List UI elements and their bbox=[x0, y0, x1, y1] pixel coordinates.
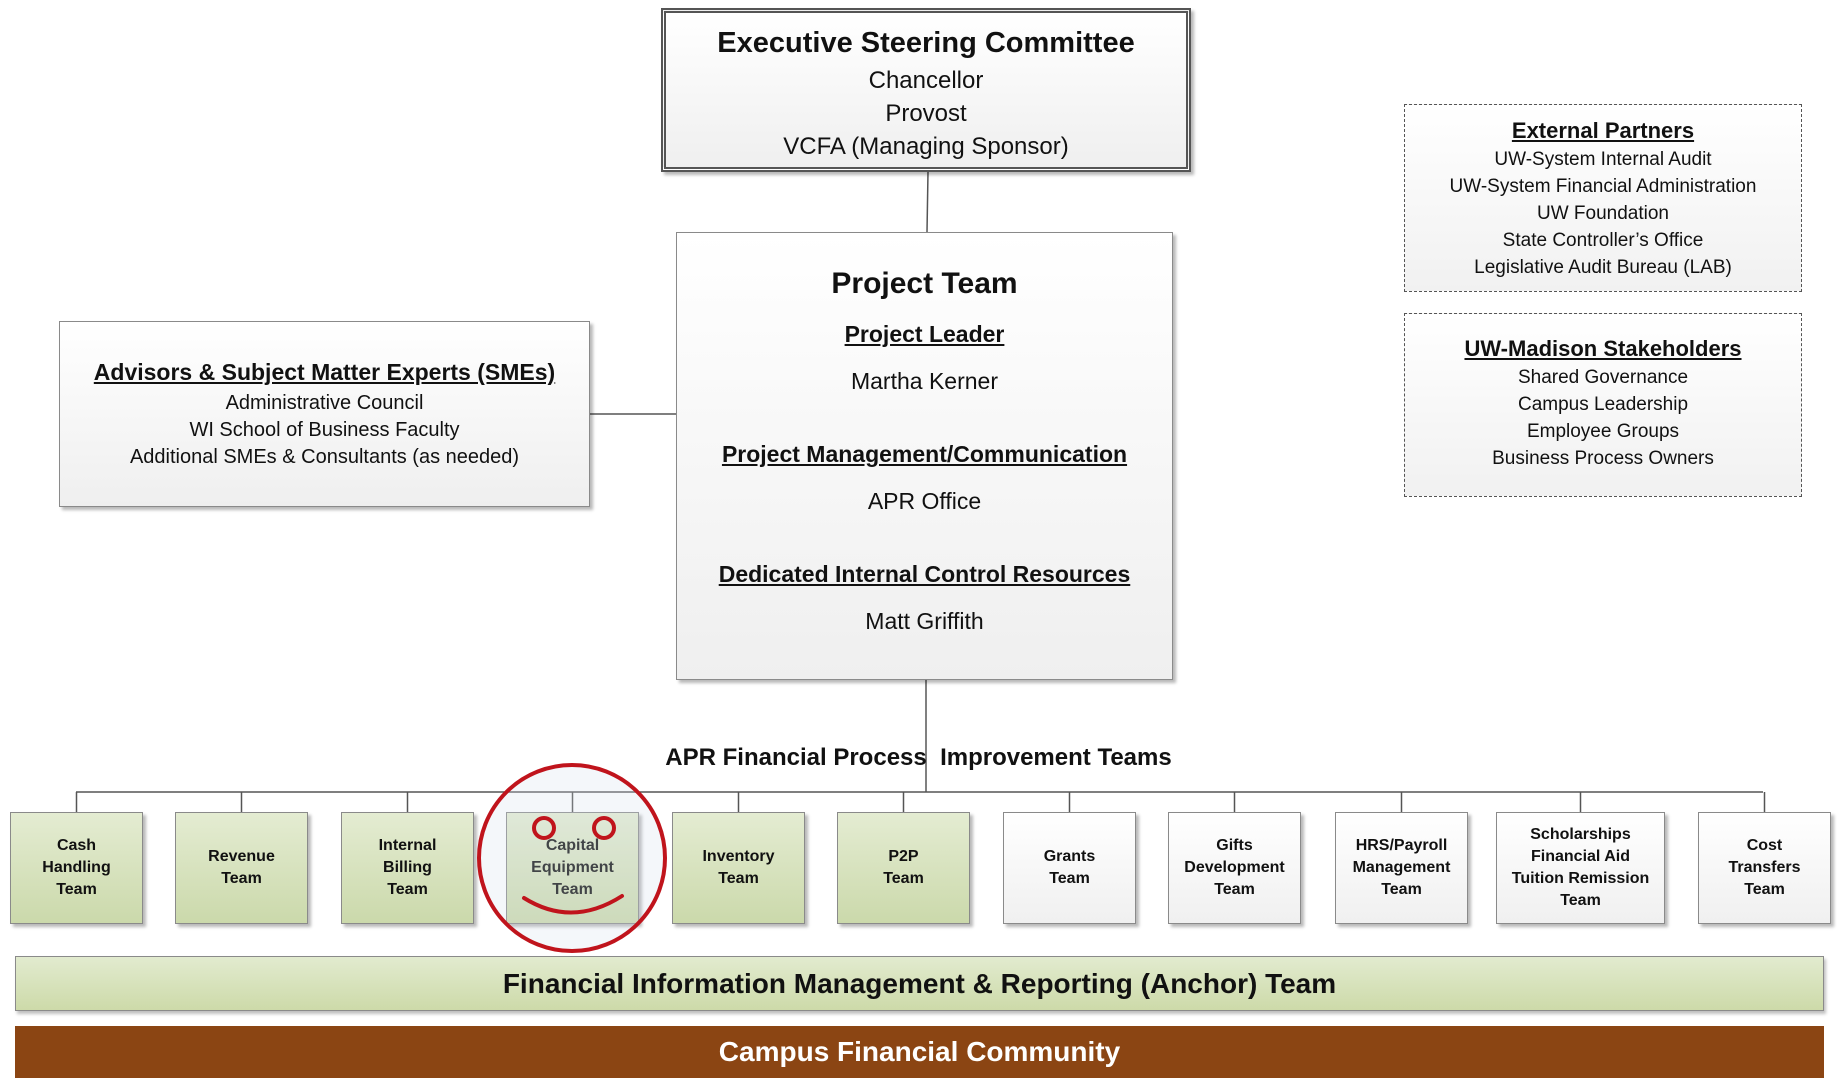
executive-line: VCFA (Managing Sponsor) bbox=[783, 133, 1069, 160]
team-label: Revenue Team bbox=[208, 848, 275, 887]
external-partners-box: External Partners UW-System Internal Aud… bbox=[1404, 104, 1802, 292]
executive-line: Chancellor bbox=[868, 67, 984, 94]
team-label: Gifts Development Team bbox=[1184, 837, 1285, 898]
stakeholders-title: UW-Madison Stakeholders bbox=[1464, 336, 1742, 361]
section-heading: Dedicated Internal Control Resources bbox=[718, 561, 1131, 587]
external-partner-line: Legislative Audit Bureau (LAB) bbox=[1474, 257, 1732, 278]
external-partner-line: UW-System Financial Administration bbox=[1449, 176, 1757, 197]
team-label: HRS/Payroll Management Team bbox=[1352, 837, 1451, 898]
section-value: Matt Griffith bbox=[865, 608, 984, 634]
section-heading: Project Leader bbox=[844, 321, 1005, 347]
external-partner-line: State Controller’s Office bbox=[1502, 230, 1704, 251]
external-partner-line: UW Foundation bbox=[1536, 203, 1669, 224]
team-label: Cash Handling Team bbox=[42, 837, 111, 898]
section-value: APR Office bbox=[867, 488, 982, 514]
executive-title: Executive Steering Committee bbox=[717, 27, 1135, 59]
stakeholder-line: Business Process Owners bbox=[1492, 448, 1714, 469]
team-label: Inventory Team bbox=[702, 848, 775, 887]
stakeholders-box: UW-Madison Stakeholders Shared Governanc… bbox=[1404, 313, 1802, 497]
teams-label: APR Financial Process Improvement Teams bbox=[665, 744, 1172, 771]
team-box: Grants Team bbox=[1003, 812, 1136, 924]
advisors-line: Additional SMEs & Consultants (as needed… bbox=[129, 446, 520, 468]
section-value: Martha Kerner bbox=[850, 368, 998, 394]
team-label: Capital Equipment Team bbox=[531, 837, 614, 898]
stakeholder-line: Campus Leadership bbox=[1517, 394, 1689, 415]
advisors-line: WI School of Business Faculty bbox=[189, 419, 460, 441]
external-partner-line: UW-System Internal Audit bbox=[1494, 149, 1712, 170]
team-label: Cost Transfers Team bbox=[1728, 837, 1801, 898]
campus-community-bar: Campus Financial Community bbox=[15, 1026, 1824, 1078]
team-box: P2P Team bbox=[837, 812, 970, 924]
team-box: Gifts Development Team bbox=[1168, 812, 1301, 924]
executive-line: Provost bbox=[885, 100, 967, 127]
advisors-title: Advisors & Subject Matter Experts (SMEs) bbox=[93, 359, 556, 385]
team-box: HRS/Payroll Management Team bbox=[1335, 812, 1468, 924]
team-box: Inventory Team bbox=[672, 812, 805, 924]
team-box: Internal Billing Team bbox=[341, 812, 474, 924]
advisors-box: Advisors & Subject Matter Experts (SMEs)… bbox=[59, 321, 590, 507]
stakeholder-line: Employee Groups bbox=[1526, 421, 1680, 442]
stakeholder-line: Shared Governance bbox=[1517, 367, 1689, 388]
team-box: Scholarships Financial Aid Tuition Remis… bbox=[1496, 812, 1665, 924]
team-drop-lines bbox=[75, 792, 1766, 812]
advisors-line: Administrative Council bbox=[225, 392, 424, 414]
team-box: Cost Transfers Team bbox=[1698, 812, 1831, 924]
exec-to-project-connector bbox=[926, 171, 929, 233]
team-label: Internal Billing Team bbox=[378, 837, 437, 898]
anchor-team-bar: Financial Information Management & Repor… bbox=[15, 956, 1824, 1011]
section-heading: Project Management/Communication bbox=[721, 441, 1128, 467]
external-partners-title: External Partners bbox=[1511, 118, 1695, 143]
team-label: Grants Team bbox=[1043, 848, 1096, 887]
team-label: Scholarships Financial Aid Tuition Remis… bbox=[1511, 826, 1650, 909]
project-team-title: Project Team bbox=[831, 267, 1018, 300]
team-box: Capital Equipment Team bbox=[506, 812, 639, 924]
team-box: Cash Handling Team bbox=[10, 812, 143, 924]
team-box: Revenue Team bbox=[175, 812, 308, 924]
project-team-box: Project Team Project Leader Martha Kerne… bbox=[676, 232, 1173, 680]
team-label: P2P Team bbox=[883, 848, 924, 887]
executive-steering-committee-box: Executive Steering Committee Chancellor … bbox=[661, 8, 1191, 172]
